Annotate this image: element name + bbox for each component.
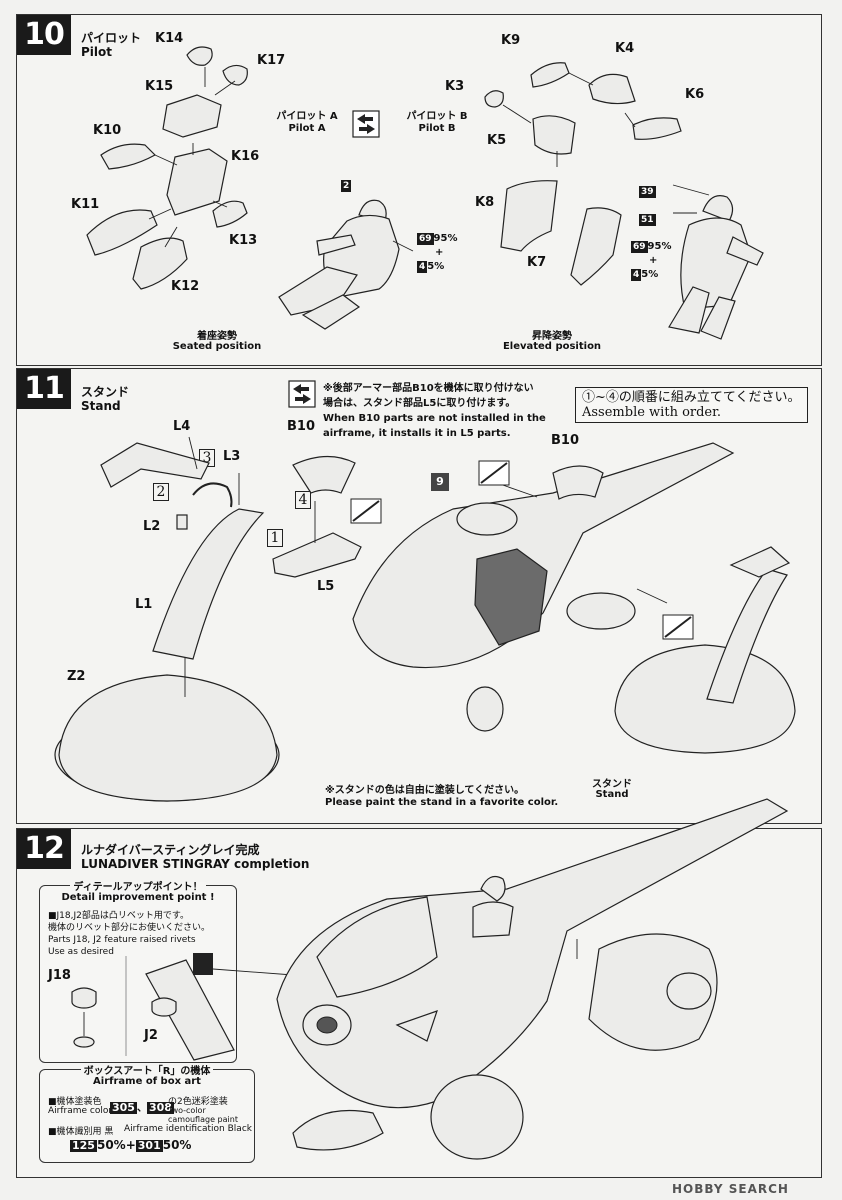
pilot-a-label-jp: パイロット A (276, 111, 338, 122)
part-label: L5 (317, 579, 335, 594)
detail-text: ■J18,J2部品は凸リベット用です。 機体のリベット部分にお使いください。 P… (48, 911, 211, 957)
part-label: K13 (229, 233, 258, 248)
watermark: HOBBY SEARCH (672, 1182, 789, 1196)
detail-improvement-box: ディテールアップポイント！ Detail improvement point !… (39, 882, 237, 1063)
part-label: K5 (487, 133, 507, 148)
part-label: K14 (155, 31, 184, 46)
boxart-airframe-box: ボックスアート「R」の機体 Airframe of box art ■機体塗装色… (39, 1066, 255, 1163)
step-number: 10 (17, 15, 71, 55)
part-label: B10 (287, 419, 315, 434)
step-11-panel: 11 スタンド Stand ※後部アーマー部品B10を機体に取り付けない 場合は… (16, 368, 822, 824)
seq-2: 2 (153, 483, 169, 501)
part-label: K10 (93, 123, 122, 138)
elevated-label-en: Elevated position (502, 341, 602, 352)
boxart-title-jp: ボックスアート「R」の機体 (40, 1062, 254, 1077)
detail-title-jp: ディテールアップポイント！ (40, 878, 236, 893)
seq-4: 4 (295, 491, 311, 509)
step-title-jp: ルナダイバースティングレイ完成 (81, 843, 260, 857)
pilot-a-label-en: Pilot A (288, 123, 326, 134)
stand-label-jp: スタンド (592, 779, 632, 790)
pilot-b-plus: + (649, 255, 658, 266)
ident-jp: ■機体識別用 黒 (48, 1127, 114, 1137)
part-label: K4 (615, 41, 635, 56)
b10-note: ※後部アーマー部品B10を機体に取り付けない 場合は、スタンド部品L5に取り付け… (323, 383, 546, 439)
part-label: L4 (173, 419, 191, 434)
paint-note-en: Please paint the stand in a favorite col… (325, 797, 559, 808)
camo-en: Two-color camouflage paint (168, 1106, 238, 1124)
part-label: K8 (475, 195, 495, 210)
paint-note-jp: ※スタンドの色は自由に塗装してください。 (325, 785, 525, 796)
pilot-b-label-jp: パイロット B (406, 111, 468, 122)
pilot-a-main-color: 2 (341, 180, 352, 192)
elevated-label-jp: 昇降姿勢 (532, 331, 572, 342)
airframe-colors: 305、308 (110, 1101, 174, 1114)
camo-jp: の2色迷彩塗装 (168, 1097, 228, 1107)
part-label: K7 (527, 255, 547, 270)
part-label: K6 (685, 87, 705, 102)
completed-stingray-drawing (193, 798, 789, 1160)
part-label: L2 (143, 519, 161, 534)
step-title-jp: パイロット (81, 31, 142, 45)
pilot-b-label-en: Pilot B (418, 123, 456, 134)
step-number: 11 (17, 369, 71, 409)
part-label: L1 (135, 597, 153, 612)
part-label: K9 (501, 33, 521, 48)
seated-label-en: Seated position (172, 341, 262, 352)
detail-title-en: Detail improvement point ! (61, 892, 215, 903)
step-title-en: LUNADIVER STINGRAY completion (81, 857, 310, 871)
part-label: K15 (145, 79, 174, 94)
part-label: K17 (257, 53, 286, 68)
step-10-panel: 10 パイロット Pilot K14 K17 K15 K10 K16 K11 K… (16, 14, 822, 366)
pilot-a-plus: + (435, 247, 444, 258)
step-title-en: Pilot (81, 45, 113, 59)
swap-icon (288, 380, 316, 408)
step-title-jp: スタンド (81, 385, 130, 399)
ref-step-badge: 9 (431, 473, 449, 491)
part-label: K11 (71, 197, 100, 212)
seq-1: 1 (267, 529, 283, 547)
pilot-b-color-2: 51 (639, 214, 656, 226)
part-label: J2 (144, 1028, 158, 1043)
part-label: B10 (551, 433, 579, 448)
stand-assembly-drawing (54, 436, 796, 802)
pilot-b-color-1: 39 (639, 186, 656, 198)
airframe-color-en: Airframe color (48, 1106, 113, 1116)
airframe-color-jp: ■機体塗装色 (48, 1097, 102, 1107)
pilot-a-parts-drawing (86, 46, 764, 340)
part-label: K16 (231, 149, 260, 164)
part-label: J18 (48, 968, 71, 983)
step-12-panel: 12 ルナダイバースティングレイ完成 LUNADIVER STINGRAY co… (16, 798, 822, 1178)
part-label: Z2 (67, 669, 86, 684)
part-label: K3 (445, 79, 465, 94)
rivet-parts-drawing (71, 956, 235, 1061)
stand-label-en: Stand (595, 789, 629, 800)
seated-label-jp: 着座姿勢 (197, 331, 237, 342)
part-label: K12 (171, 279, 200, 294)
step-title-en: Stand (81, 399, 121, 413)
assembly-order-notice: ①~④の順番に組み立ててください。 Assemble with order. (575, 387, 808, 423)
ident-en: Airframe identification Black (124, 1124, 252, 1134)
part-label: L3 (223, 449, 241, 464)
boxart-title-en: Airframe of box art (93, 1076, 201, 1087)
step-number: 12 (17, 829, 71, 869)
